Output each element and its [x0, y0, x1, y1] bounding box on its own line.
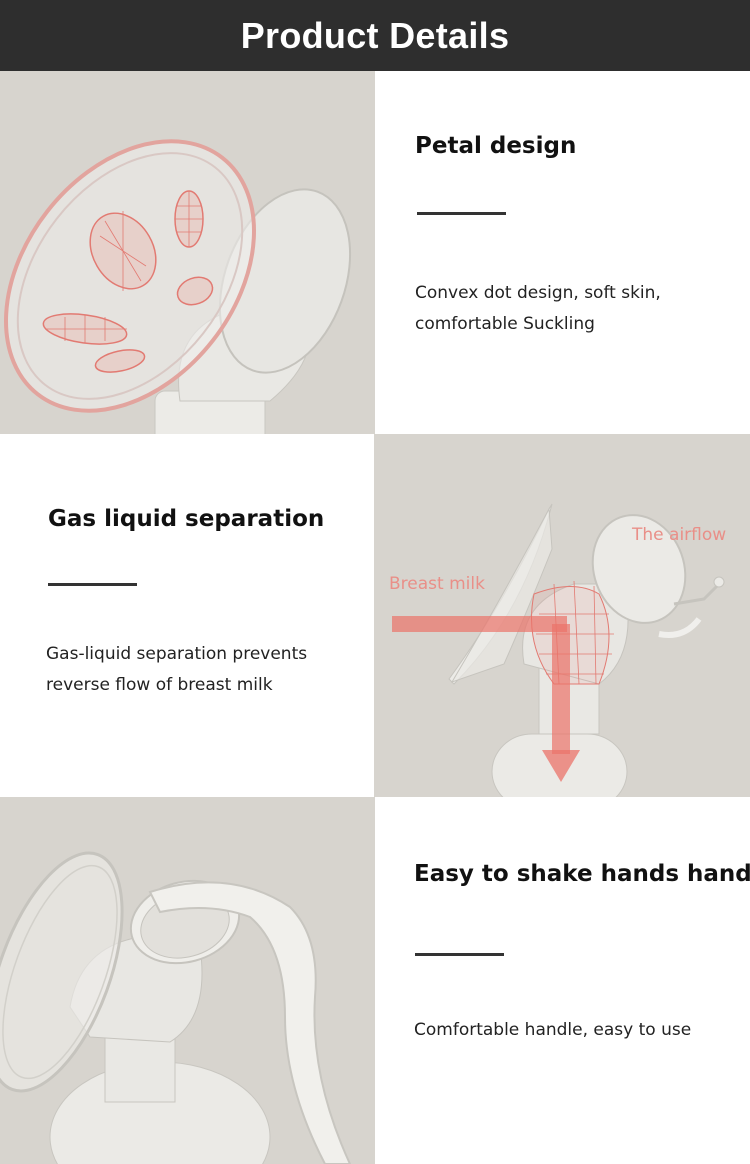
feature-row-gas-liquid: Gas liquid separation Gas-liquid separat…	[0, 434, 750, 797]
gas-liquid-text: Gas liquid separation Gas-liquid separat…	[0, 434, 374, 797]
petal-design-photo	[0, 71, 375, 434]
page-header: Product Details	[0, 0, 750, 71]
airflow-label: The airflow	[631, 525, 726, 545]
gas-liquid-diagram-photo: The airflow Breast milk	[374, 434, 750, 797]
feature-title: Easy to shake hands handle	[414, 861, 750, 887]
divider	[48, 583, 137, 586]
feature-description: Gas-liquid separation prevents reverse f…	[46, 639, 366, 701]
description-line: Convex dot design, soft skin,	[415, 283, 661, 303]
breast-milk-label: Breast milk	[389, 574, 485, 594]
description-line: comfortable Suckling	[415, 314, 595, 334]
feature-description: Comfortable handle, easy to use	[414, 1015, 734, 1046]
divider	[417, 212, 506, 215]
description-line: reverse flow of breast milk	[46, 675, 273, 695]
feature-title: Petal design	[415, 133, 577, 159]
feature-row-handle: Easy to shake hands handle Comfortable h…	[0, 797, 750, 1164]
feature-description: Convex dot design, soft skin, comfortabl…	[415, 278, 735, 340]
description-line: Gas-liquid separation prevents	[46, 644, 308, 664]
feature-row-petal: Petal design Convex dot design, soft ski…	[0, 71, 750, 434]
petal-design-text: Petal design Convex dot design, soft ski…	[375, 71, 750, 434]
page-title: Product Details	[240, 14, 510, 56]
feature-title: Gas liquid separation	[48, 506, 325, 532]
description-line: Comfortable handle, easy to use	[414, 1020, 692, 1040]
handle-photo	[0, 797, 375, 1164]
handle-text: Easy to shake hands handle Comfortable h…	[375, 797, 750, 1164]
divider	[415, 953, 504, 956]
